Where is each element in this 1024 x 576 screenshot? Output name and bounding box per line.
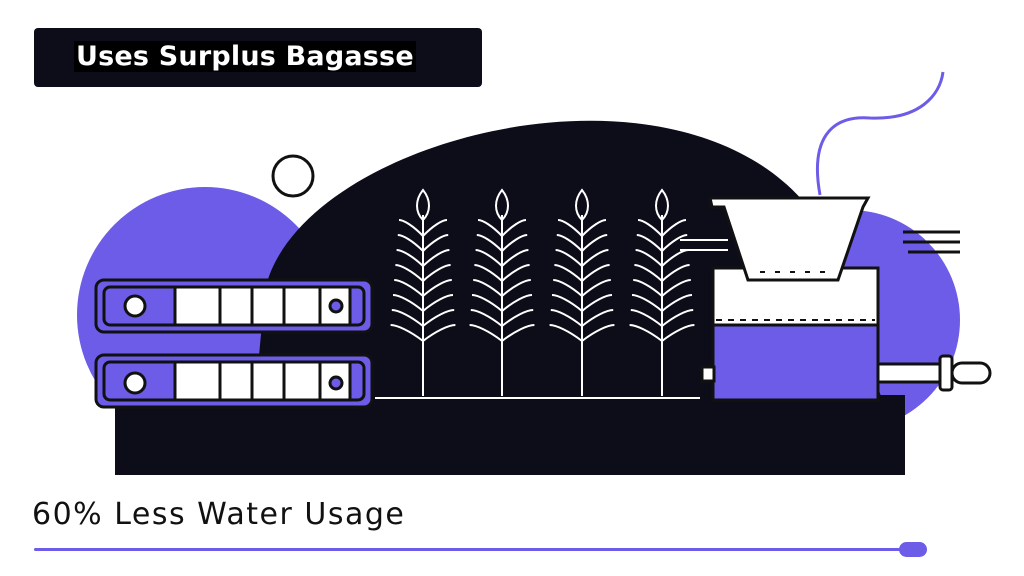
progress-knob	[899, 542, 927, 557]
pipe-rack-icon	[94, 278, 374, 409]
wind-lines-icon	[680, 239, 728, 251]
speed-lines-icon	[903, 230, 960, 254]
sugarcane-stalk-icon	[629, 188, 695, 396]
steam-line-icon	[815, 71, 945, 196]
sugarcane-stalk-icon	[549, 188, 615, 396]
title-banner: Uses Surplus Bagasse	[34, 28, 482, 87]
sun-circle-icon	[271, 154, 315, 198]
progress-line	[34, 548, 914, 551]
sugarcane-stalks	[390, 188, 695, 396]
title-text: Uses Surplus Bagasse	[74, 41, 416, 72]
grinding-mill-icon	[700, 196, 992, 402]
sugarcane-stalk-icon	[390, 188, 456, 396]
sugarcane-stalk-icon	[469, 188, 535, 396]
caption-text: 60% Less Water Usage	[32, 497, 406, 532]
